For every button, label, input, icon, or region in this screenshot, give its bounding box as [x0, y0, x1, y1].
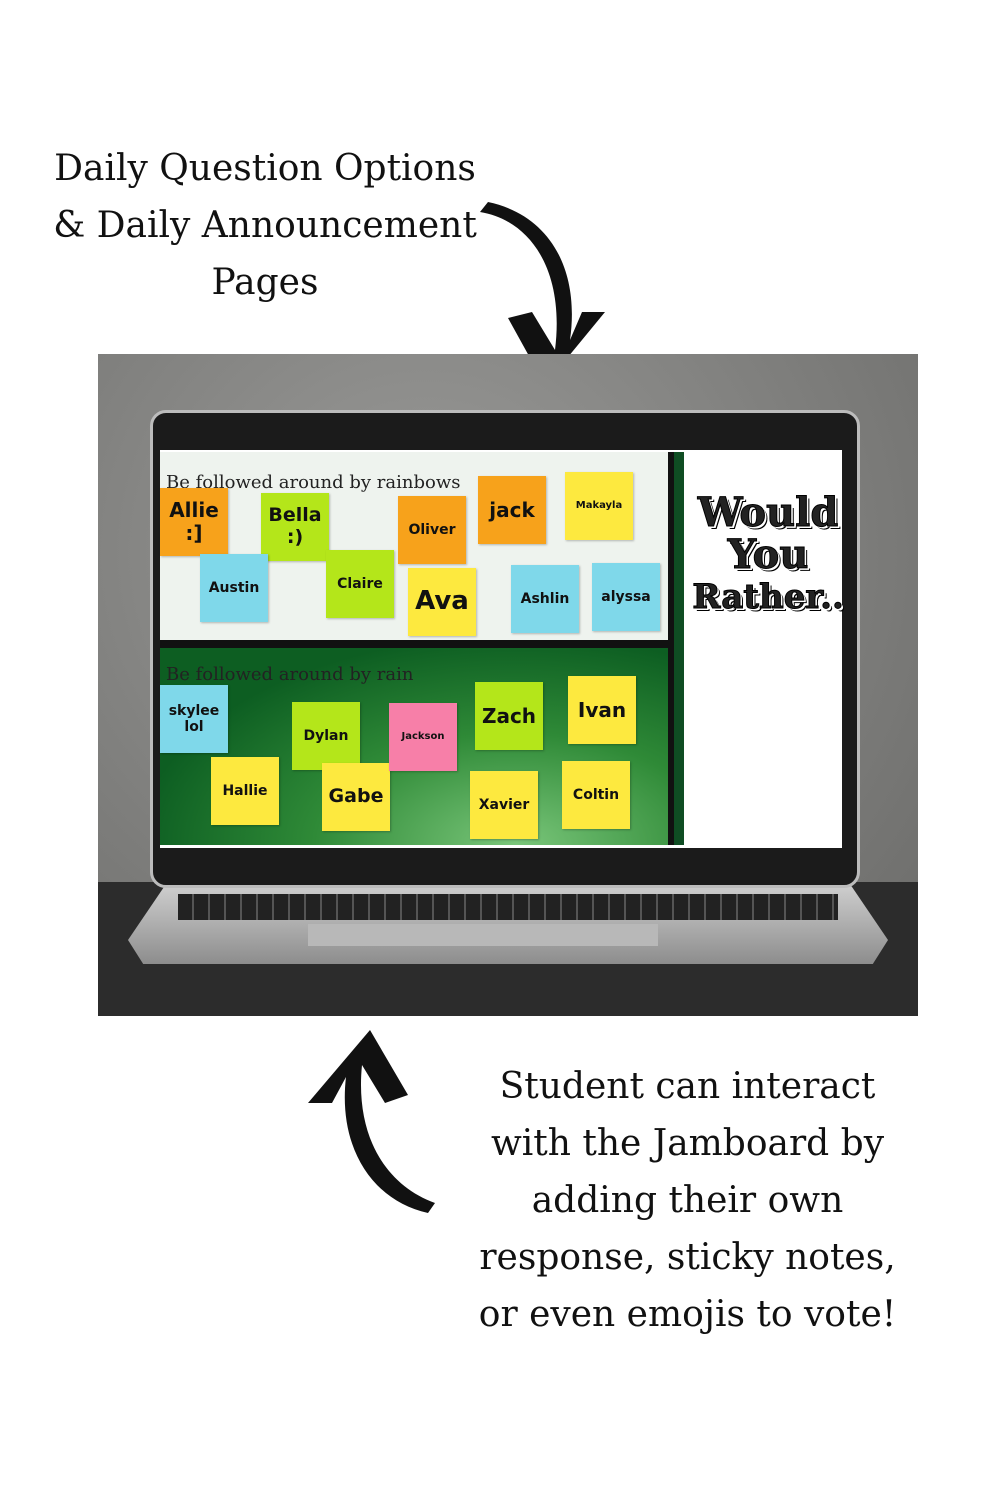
title-line: Rather.. [692, 577, 845, 618]
trackpad [308, 924, 658, 946]
sticky-note[interactable]: Dylan [292, 702, 360, 770]
sticky-note[interactable]: Hallie [211, 757, 279, 825]
option-a-title: Be followed around by rainbows [166, 472, 461, 493]
sticky-note[interactable]: Austin [200, 554, 268, 622]
title-line: You [727, 531, 809, 578]
sticky-note[interactable]: Ava [408, 568, 476, 636]
sticky-note[interactable]: Bella :) [261, 493, 329, 561]
title-line: Would [697, 489, 839, 536]
sticky-note[interactable]: Xavier [470, 771, 538, 839]
sticky-note[interactable]: Jackson [389, 703, 457, 771]
option-b-title: Be followed around by rain [166, 664, 414, 685]
top-caption: Daily Question Options & Daily Announcem… [53, 148, 477, 303]
sticky-note[interactable]: Allie :] [160, 488, 228, 556]
would-you-rather-panel: Would You Rather.. [674, 452, 844, 845]
sticky-note[interactable]: Coltin [562, 761, 630, 829]
keyboard [178, 894, 838, 920]
would-you-rather-title: Would You Rather.. [688, 489, 848, 618]
sticky-note[interactable]: Makayla [565, 472, 633, 540]
sticky-note[interactable]: Ivan [568, 676, 636, 744]
laptop-photo: Be followed around by rainbows Be follow… [98, 354, 918, 1016]
jamboard-screen: Be followed around by rainbows Be follow… [160, 450, 844, 848]
sticky-note[interactable]: jack [478, 476, 546, 544]
arrow-up-icon [308, 1030, 435, 1213]
sticky-note[interactable]: Zach [475, 682, 543, 750]
sticky-note[interactable]: Oliver [398, 496, 466, 564]
sticky-note[interactable]: Gabe [322, 763, 390, 831]
sticky-note[interactable]: alyssa [592, 563, 660, 631]
sticky-note[interactable]: skylee lol [160, 685, 228, 753]
divider [160, 640, 670, 648]
bottom-caption: Student can interact with the Jamboard b… [478, 1066, 897, 1335]
sticky-note[interactable]: Claire [326, 550, 394, 618]
sticky-note[interactable]: Ashlin [511, 565, 579, 633]
divider [668, 452, 674, 845]
arrow-down-icon [480, 202, 605, 385]
